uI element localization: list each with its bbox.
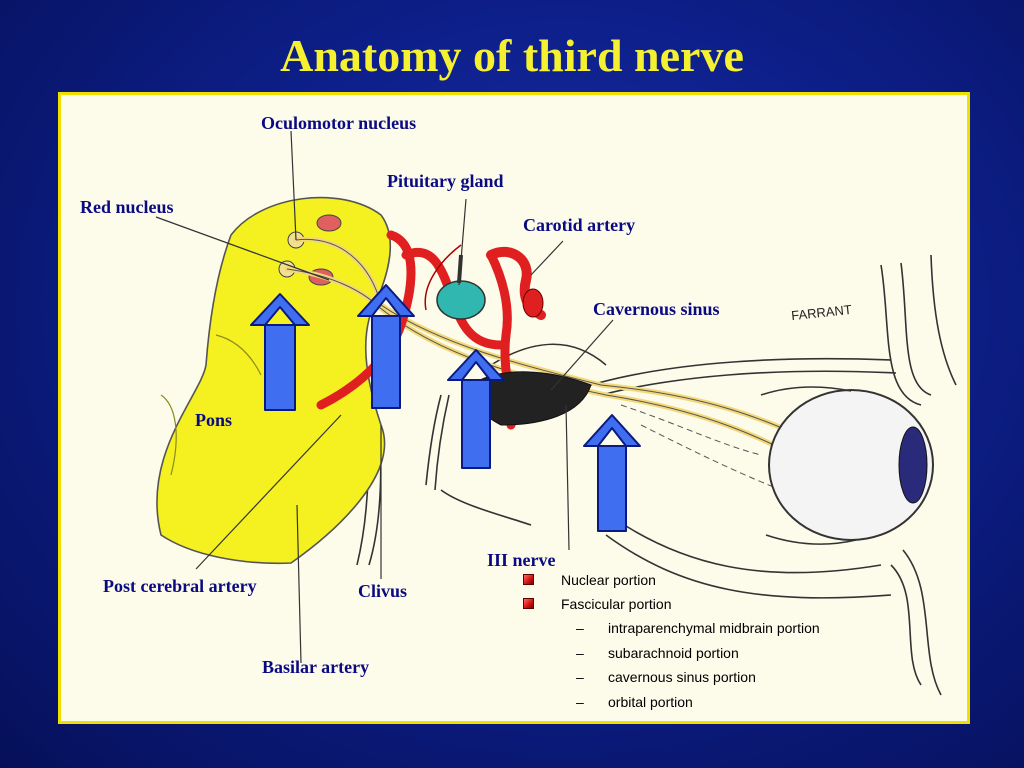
label-post-cerebral-artery: Post cerebral artery bbox=[103, 576, 257, 596]
label-iii-nerve: III nerve bbox=[487, 550, 556, 570]
label-clivus: Clivus bbox=[358, 581, 408, 601]
slide-title: Anatomy of third nerve bbox=[280, 30, 744, 81]
label-basilar-artery: Basilar artery bbox=[262, 657, 370, 677]
label-cavernous-sinus: Cavernous sinus bbox=[593, 299, 720, 319]
label-pons: Pons bbox=[195, 410, 233, 430]
signature: FARRANT bbox=[791, 302, 853, 323]
nerve-portions-list: Nuclear portion Fascicular portion – int… bbox=[523, 571, 943, 717]
label-pituitary-gland: Pituitary gland bbox=[387, 171, 504, 191]
sub-list-item: – intraparenchymal midbrain portion bbox=[523, 619, 943, 644]
red-nucleus-shape bbox=[316, 214, 342, 232]
diagram-panel: FARRANT Oculomotor nucleus Pituitary gla… bbox=[58, 92, 970, 724]
dash-bullet-icon: – bbox=[576, 620, 584, 636]
dash-bullet-icon: – bbox=[576, 693, 584, 710]
cavernous-sinus-shape bbox=[470, 371, 592, 426]
dash-bullet-icon: – bbox=[576, 644, 584, 661]
pituitary-gland-shape bbox=[436, 280, 486, 320]
list-item-label: Fascicular portion bbox=[561, 596, 672, 612]
label-red-nucleus: Red nucleus bbox=[80, 197, 174, 217]
sub-list-item: – cavernous sinus portion bbox=[523, 668, 943, 693]
red-square-bullet-icon bbox=[523, 598, 534, 609]
sub-list-item-label: cavernous sinus portion bbox=[608, 669, 756, 685]
label-carotid-artery: Carotid artery bbox=[523, 215, 636, 235]
label-oculomotor-nucleus: Oculomotor nucleus bbox=[261, 113, 417, 133]
sub-list-item-label: subarachnoid portion bbox=[608, 644, 739, 661]
list-item: Fascicular portion bbox=[523, 595, 943, 619]
label-pointer-lines bbox=[155, 130, 614, 664]
sub-list-item-label: intraparenchymal midbrain portion bbox=[608, 620, 820, 636]
eyeball bbox=[760, 386, 934, 545]
third-nerve-illustration: FARRANT bbox=[155, 130, 957, 696]
list-item: Nuclear portion bbox=[523, 571, 943, 595]
list-item-label: Nuclear portion bbox=[561, 572, 656, 588]
sub-list-item-label: orbital portion bbox=[608, 693, 693, 710]
dash-bullet-icon: – bbox=[576, 669, 584, 685]
red-square-bullet-icon bbox=[523, 574, 534, 585]
sub-list-item: – orbital portion bbox=[523, 693, 943, 718]
sub-list-item: – subarachnoid portion bbox=[523, 644, 943, 669]
skull-base-bone bbox=[356, 254, 957, 696]
